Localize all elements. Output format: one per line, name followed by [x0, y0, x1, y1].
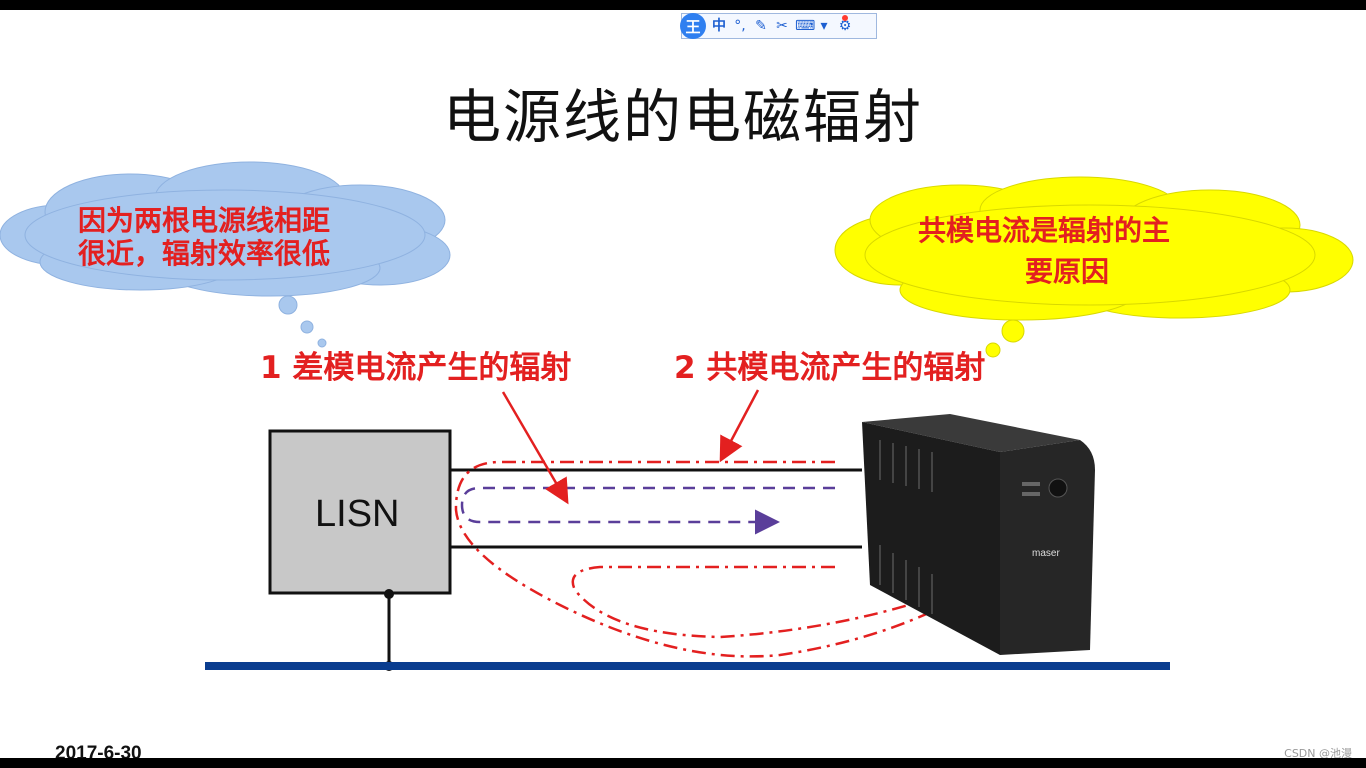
lisn-label: LISN [315, 493, 399, 535]
ups-device: maser [862, 414, 1095, 655]
keyboard-icon[interactable]: ⌨ [795, 18, 816, 34]
differential-current-loop [460, 486, 835, 535]
gear-icon[interactable]: ⚙ [838, 18, 852, 34]
power-button-icon [1048, 478, 1068, 498]
device-brand: maser [1032, 548, 1060, 559]
ime-logo-icon[interactable]: 王 [680, 13, 706, 39]
label-common-mode: 2 共模电流产生的辐射 [674, 350, 985, 386]
csdn-watermark: CSDN @池漫 [1284, 747, 1352, 760]
pointer-arrow-differential [501, 391, 569, 505]
slide-canvas [0, 10, 1366, 758]
ime-toolbar: 王 中 °, ✎ ✂ ⌨ ▾ ⚙ [680, 13, 877, 39]
pointer-arrow-common [719, 389, 760, 463]
common-mode-loop-inner [571, 565, 926, 639]
slide-title: 电源线的电磁辐射 [442, 83, 923, 151]
notification-dot [842, 15, 848, 21]
cloud-right-line1: 共模电流是辐射的主 [918, 214, 1170, 247]
ground-plane [205, 662, 1170, 670]
cloud-left-line1: 因为两根电源线相距 [78, 204, 330, 237]
input-mode-toggle[interactable]: 中 [712, 18, 726, 34]
ground-node-top [384, 589, 394, 599]
thought-cloud-left: 因为两根电源线相距 很近，辐射效率很低 [0, 161, 451, 348]
pen-icon[interactable]: ✎ [755, 18, 767, 34]
thought-cloud-right: 共模电流是辐射的主 要原因 [834, 176, 1354, 358]
bottom-bar [0, 758, 1366, 768]
punctuation-icon[interactable]: °, [734, 18, 746, 34]
shirt-icon[interactable]: ▾ [820, 18, 828, 34]
lisn-box: LISN [268, 429, 452, 595]
scissors-icon[interactable]: ✂ [776, 18, 788, 34]
common-mode-loop-outer [454, 460, 956, 658]
cloud-left-line2: 很近，辐射效率很低 [78, 237, 330, 270]
cloud-right-line2: 要原因 [1025, 255, 1109, 288]
label-differential-mode: 1 差模电流产生的辐射 [260, 350, 571, 386]
